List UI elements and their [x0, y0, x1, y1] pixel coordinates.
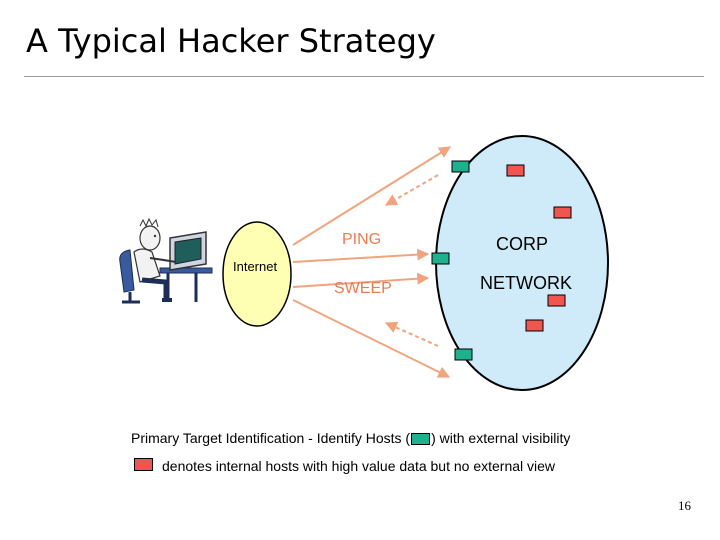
network-label: NETWORK	[480, 273, 572, 293]
slide-title: A Typical Hacker Strategy	[26, 22, 436, 60]
internet-ellipse	[222, 221, 292, 327]
page-number: 16	[678, 498, 691, 513]
internal-host-3	[547, 294, 566, 307]
external-host-key-icon	[411, 433, 431, 446]
external-host-top	[451, 160, 470, 173]
external-host-bottom	[454, 348, 473, 361]
primary-caption: Primary Target Identification - Identify…	[131, 430, 570, 446]
internet-label: Internet	[233, 259, 278, 274]
external-host-middle	[431, 252, 450, 265]
internal-hosts	[506, 164, 572, 332]
arrow-to-mid-lower-host	[292, 272, 430, 288]
internal-host-4	[525, 319, 544, 332]
internal-host-2	[553, 206, 572, 219]
arrow-to-top-host	[292, 146, 452, 246]
ping-sweep-arrows	[292, 146, 452, 378]
secondary-caption: denotes internal hosts with high value d…	[162, 458, 556, 474]
external-hosts	[431, 160, 473, 361]
dashed-reply-arrow-bottom	[384, 321, 439, 347]
ping-label: PING	[342, 231, 382, 248]
internal-host-1	[506, 164, 525, 177]
primary-caption-start: Primary Target Identification - Identify…	[131, 430, 411, 446]
hacker-at-computer-icon	[119, 217, 213, 304]
arrow-to-bottom-host	[292, 299, 451, 378]
sweep-label: SWEEP	[334, 280, 392, 297]
primary-caption-end: ) with external visibility	[431, 430, 571, 446]
arrow-to-mid-upper-host	[292, 248, 430, 263]
title-divider	[24, 76, 704, 77]
corp-label: CORP	[496, 234, 549, 254]
internal-host-key-icon	[134, 458, 153, 471]
dashed-reply-arrow-top	[384, 174, 439, 206]
